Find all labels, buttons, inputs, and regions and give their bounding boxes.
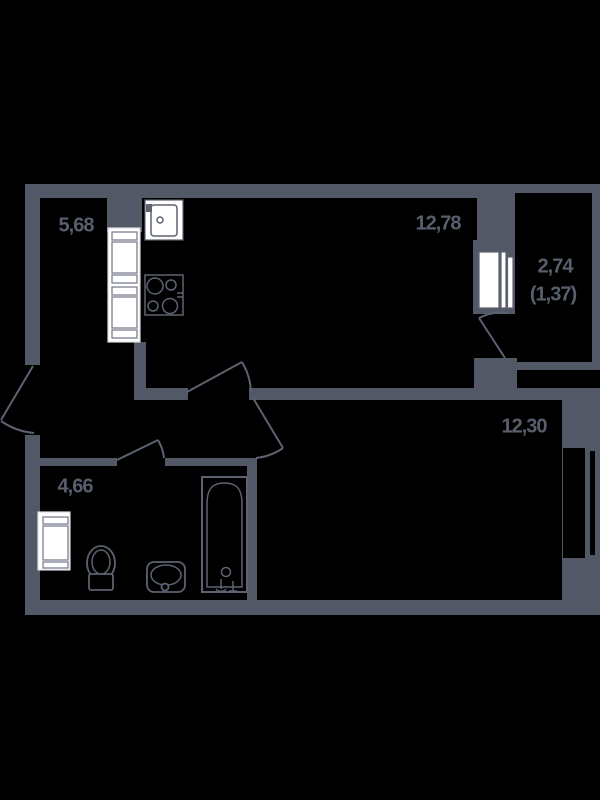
wash-basin-drain	[160, 582, 170, 592]
wall-top	[25, 184, 480, 198]
balcony-door-leaf	[478, 317, 506, 359]
bathroom-door-leaf	[116, 439, 159, 461]
room-label-balcony-reduced: (1,37)	[529, 283, 577, 306]
bedroom-door-arc	[255, 447, 284, 459]
entrance-door-leaf	[0, 365, 34, 421]
bathroom-door-arc	[157, 439, 165, 459]
bathroom-door	[116, 439, 165, 461]
washing-machine-panel	[42, 516, 69, 525]
cabinet-cell	[111, 296, 138, 329]
bathtub-faucet	[220, 566, 232, 578]
cabinet-cell	[111, 329, 138, 339]
wall-bottom	[25, 600, 600, 615]
kitchen-door-leaf	[186, 361, 243, 393]
window-opening	[563, 448, 585, 558]
stove-controls	[177, 292, 183, 298]
cabinet-cell	[111, 241, 138, 274]
room-label-bedroom: 12,30	[501, 415, 547, 438]
bedroom-door-leaf	[252, 397, 284, 449]
wash-basin	[146, 561, 186, 593]
kitchen-sink-faucet	[146, 204, 152, 212]
wall-mid	[249, 388, 600, 400]
kitchen-door-arc	[241, 361, 252, 393]
balcony-door-frame-strip	[500, 251, 507, 309]
kitchen-door	[186, 361, 252, 393]
wall-balcony-right	[592, 188, 600, 370]
wall-balcony-bottom	[517, 362, 600, 370]
stove-burner-4	[161, 297, 179, 315]
cabinet-cell	[111, 286, 138, 296]
window-pane-gap	[590, 451, 595, 555]
cabinet-cell	[111, 231, 138, 241]
room-label-niche: 5,68	[58, 214, 95, 237]
wall-left-lower	[25, 435, 40, 615]
washing-machine-base	[42, 561, 69, 569]
wall-kitchen-bottom	[134, 388, 188, 400]
room-label-living-kitchen: 12,78	[415, 212, 461, 235]
bedroom-door	[252, 397, 284, 459]
cabinet-column	[107, 227, 141, 343]
balcony-door-panel	[478, 251, 500, 309]
wall-niche-divider-bottom	[134, 342, 146, 400]
toilet-tank	[88, 573, 114, 591]
wall-left-upper	[25, 184, 40, 365]
bathtub	[201, 476, 248, 593]
kitchen-sink-basin	[150, 204, 178, 237]
washing-machine	[37, 511, 71, 571]
stove-body	[144, 274, 184, 316]
toilet	[86, 545, 116, 591]
stove-burner-1	[146, 277, 164, 295]
window	[563, 448, 595, 558]
wall-balcony-top	[480, 184, 600, 193]
balcony-door	[478, 251, 514, 359]
balcony-window-strip	[506, 256, 514, 309]
wall-balcony-pier	[474, 358, 517, 400]
bathtub-inner	[206, 482, 243, 588]
balcony-door-arc	[478, 311, 509, 319]
bathtub-drain	[215, 579, 237, 592]
wall-bathroom-top-left	[25, 458, 117, 466]
room-label-bathroom: 4,66	[57, 475, 94, 498]
washing-machine-door	[42, 525, 69, 561]
walls	[25, 184, 600, 615]
wash-basin-body	[146, 561, 186, 593]
cabinet-cell	[111, 274, 138, 284]
kitchen-sink	[144, 199, 184, 241]
wall-bathroom-top-right	[165, 458, 257, 466]
entrance-door-arc	[0, 420, 35, 434]
entrance-door	[0, 365, 35, 434]
stove-burner-2	[165, 279, 177, 291]
bathtub-outline	[201, 476, 248, 593]
room-label-balcony: 2,74	[537, 255, 574, 278]
kitchen-sink-drain	[156, 216, 164, 224]
stove	[144, 274, 184, 316]
wall-balcony-jamb	[473, 240, 479, 314]
wall-bathroom-right	[247, 458, 257, 600]
stove-burner-3	[147, 300, 159, 312]
wall-balcony-divider	[477, 184, 515, 252]
wall-niche-divider-top	[107, 198, 142, 232]
